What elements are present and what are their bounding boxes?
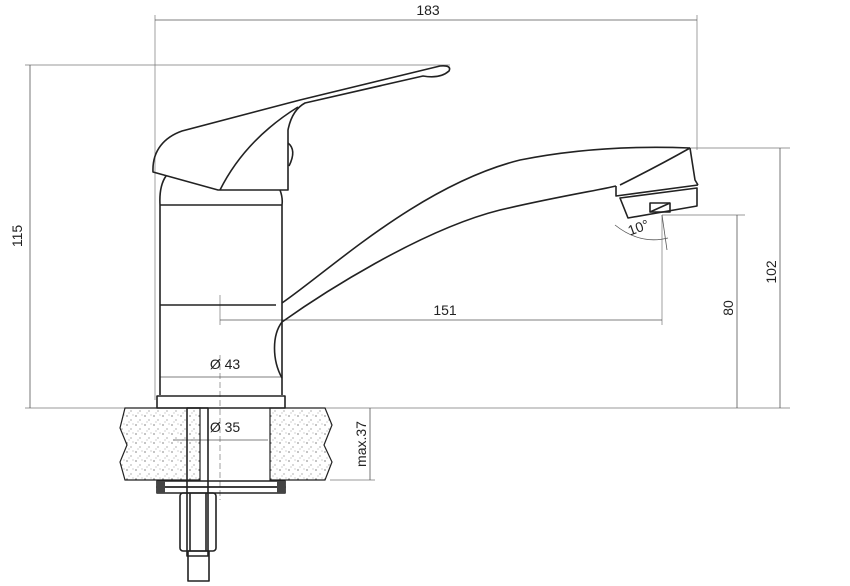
dim-diameter-43: Ø 43 [210, 356, 241, 372]
dim-183: 183 [416, 2, 440, 18]
dim-angle-10: 10° [626, 216, 651, 238]
lever-handle [152, 65, 451, 191]
spout [273, 146, 699, 379]
dim-115: 115 [9, 225, 25, 248]
dimension-lines [29, 19, 781, 480]
dim-diameter-35: Ø 35 [210, 419, 241, 435]
dim-80: 80 [720, 300, 736, 316]
dim-max-37: max.37 [353, 421, 369, 467]
dim-151: 151 [433, 302, 457, 318]
dim-102: 102 [763, 260, 779, 284]
mounting-hardware [156, 407, 286, 582]
countertop [119, 407, 333, 481]
faucet-body [156, 175, 286, 409]
